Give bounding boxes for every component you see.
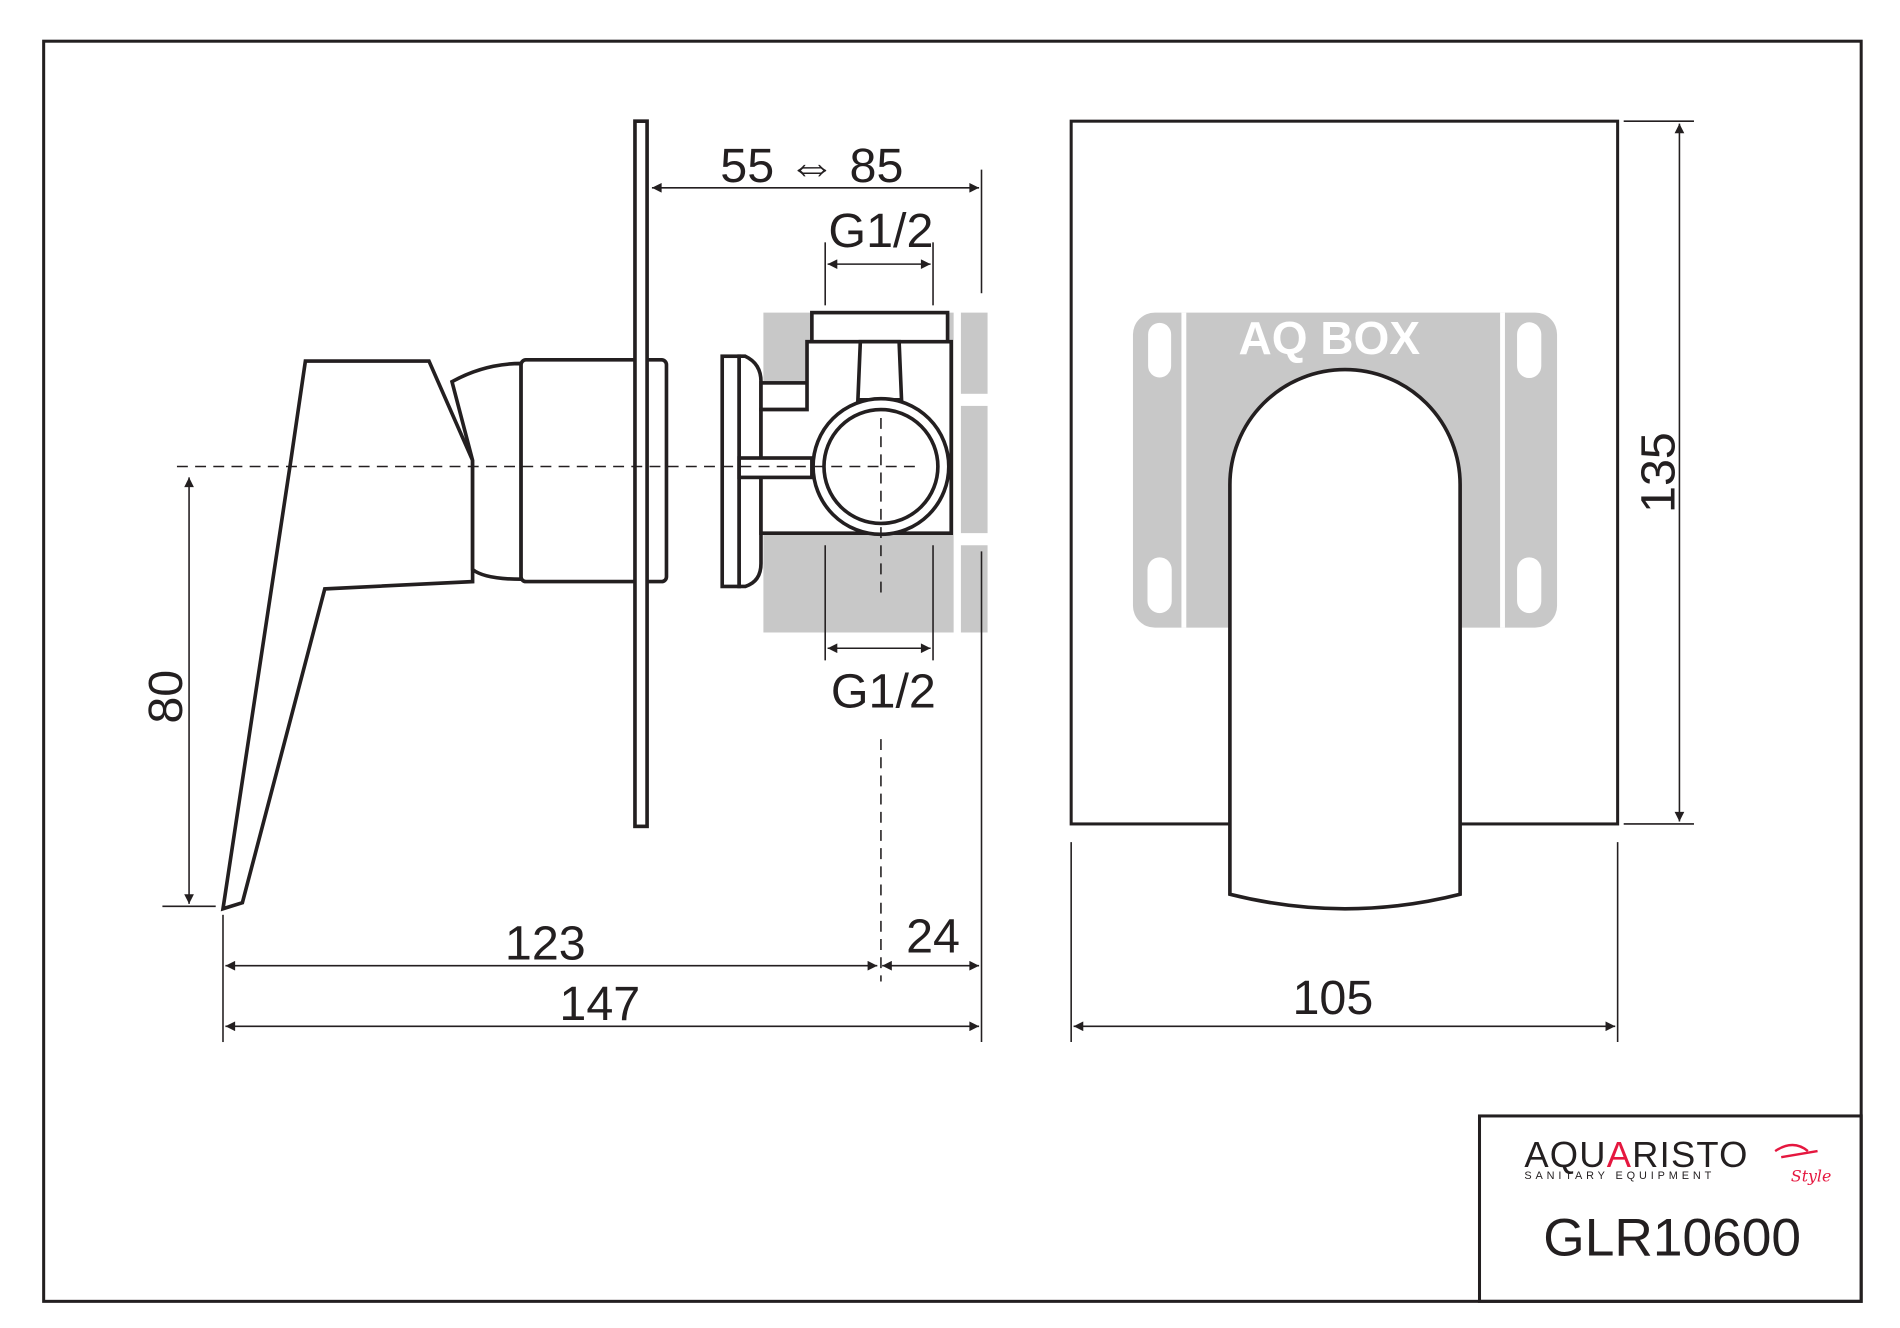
dim-plate-width: 105 (1292, 971, 1373, 1025)
dim-center-to-back: 24 (906, 909, 960, 963)
svg-text:AQUARISTO: AQUARISTO (1524, 1134, 1748, 1175)
model-number: GLR10600 (1543, 1208, 1801, 1267)
side-view: 55 ⇔ 85 G1/2 G1/2 80 123 24 147 (139, 119, 988, 1043)
drawing-border (42, 39, 1863, 1303)
dim-total-length: 147 (559, 977, 640, 1031)
lever-front (1228, 367, 1462, 911)
dim-depth-range: 55 ⇔ 85 (720, 139, 903, 193)
aq-box-label: AQ BOX (1238, 312, 1420, 364)
dim-thread-top: G1/2 (828, 204, 933, 258)
brand-subtitle: SANITARY EQUIPMENT (1524, 1170, 1715, 1182)
front-view: AQ BOX 135 105 (1069, 119, 1694, 1043)
brand-script: Style (1791, 1166, 1831, 1185)
dim-handle-height: 80 (139, 670, 193, 724)
dim-length-to-center: 123 (505, 917, 586, 971)
aquaristo-logo: AQUARISTO SANITARY EQUIPMENT Style (1524, 1134, 1831, 1186)
lever-handle (220, 359, 475, 912)
dim-plate-height: 135 (1632, 432, 1686, 513)
dim-thread-bottom: G1/2 (831, 665, 936, 719)
title-block: AQUARISTO SANITARY EQUIPMENT Style GLR10… (1477, 1114, 1863, 1303)
wall-plate-edge (633, 119, 649, 829)
cartridge-cover (519, 358, 669, 584)
